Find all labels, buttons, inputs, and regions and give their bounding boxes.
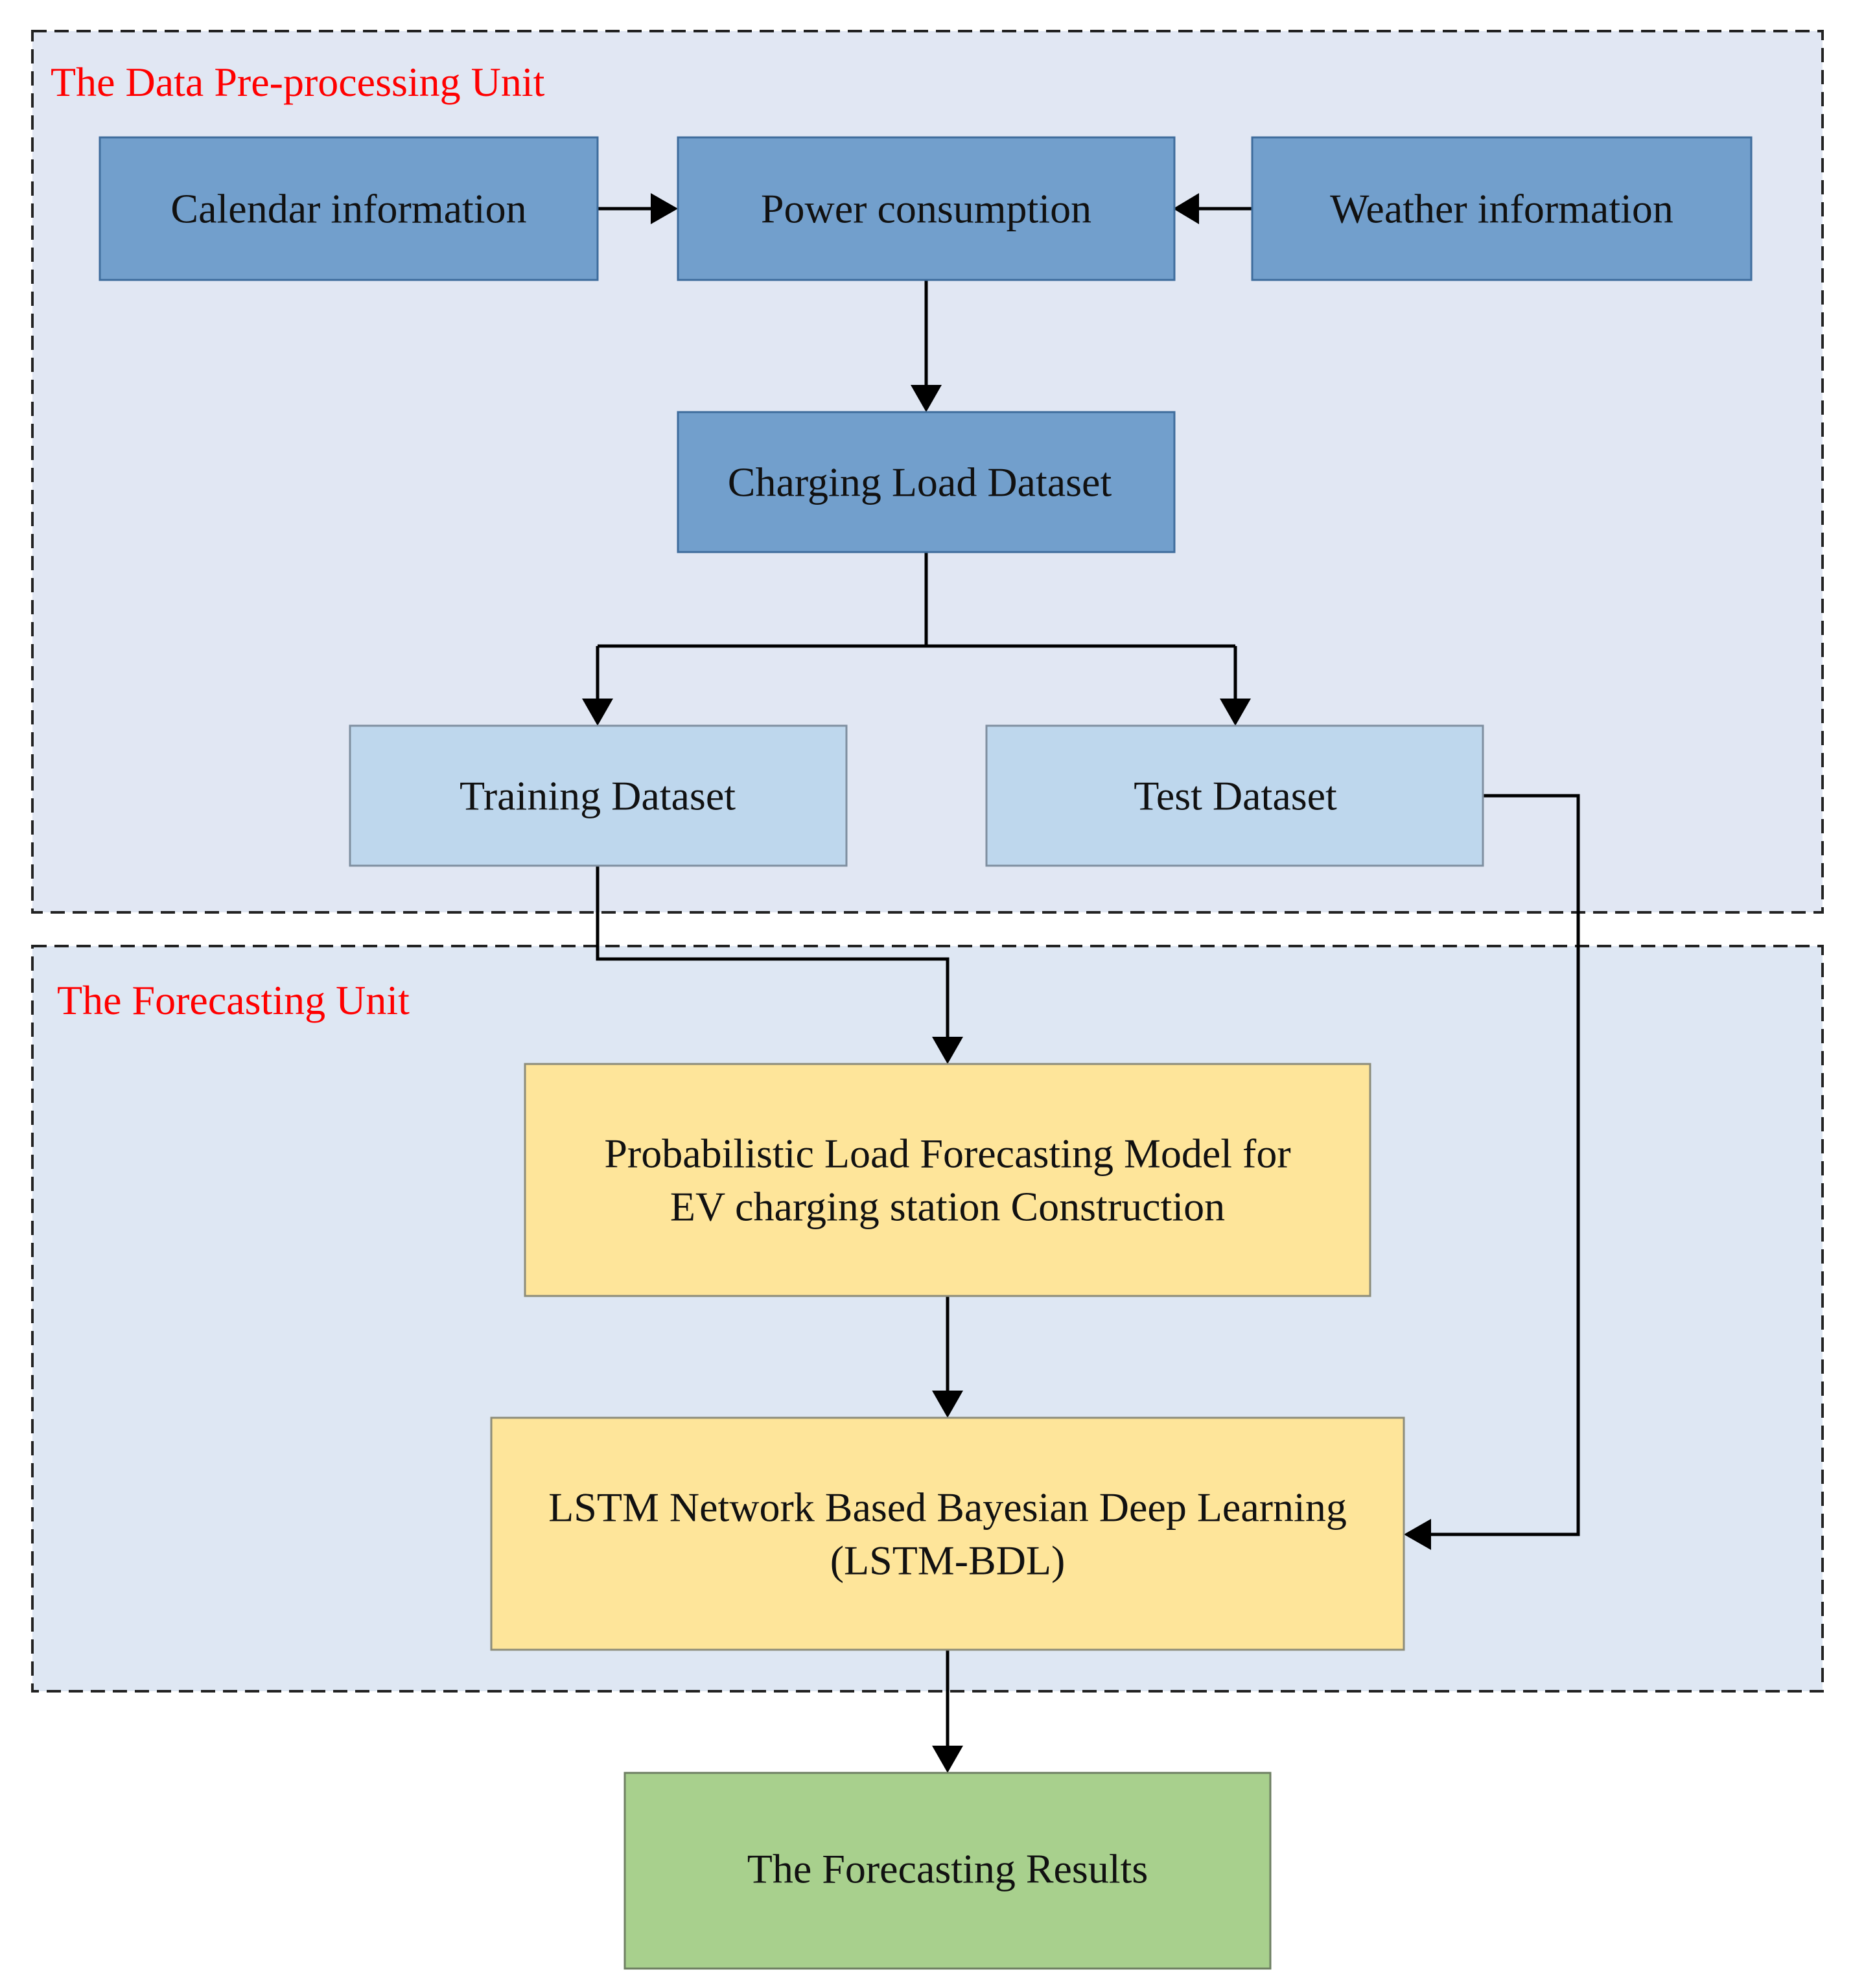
arrowhead-weather-to-power [1173, 193, 1199, 224]
box-power-consumption: Power consumption [677, 136, 1176, 281]
box-model-label-line2: EV charging station Construction [670, 1184, 1225, 1230]
box-training-label: Training Dataset [460, 773, 736, 819]
box-lstm-label-line2: (LSTM-BDL) [830, 1538, 1066, 1584]
box-results-label: The Forecasting Results [747, 1846, 1148, 1892]
box-test-rect [986, 726, 1483, 866]
box-results-rect [625, 1773, 1270, 1969]
box-lstm-rect [491, 1418, 1404, 1650]
box-calendar-border [99, 136, 599, 281]
arrow-test-to-lstm [1427, 794, 1580, 1536]
preprocessing-region-label: The Data Pre-processing Unit [51, 59, 545, 105]
box-calendar-rect [100, 137, 598, 280]
box-weather-rect [1252, 137, 1751, 280]
box-charging-border [677, 411, 1176, 553]
connector-charging-split [598, 552, 1235, 648]
box-weather-label: Weather information [1330, 186, 1673, 232]
box-weather-information: Weather information [1251, 136, 1753, 281]
box-test-dataset: Test Dataset [985, 724, 1484, 867]
box-charging-rect [678, 412, 1174, 552]
arrowhead-model-to-lstm [932, 1391, 963, 1418]
box-forecasting-model: Probabilistic Load Forecasting Model for… [524, 1063, 1371, 1297]
arrowhead-training-to-model [932, 1037, 963, 1064]
box-results-border [623, 1772, 1272, 1970]
box-model-label-line1: Probabilistic Load Forecasting Model for [604, 1131, 1290, 1177]
box-training-dataset: Training Dataset [349, 724, 848, 867]
box-charging-label: Charging Load Dataset [728, 459, 1112, 505]
arrowhead-calendar-to-power [651, 193, 678, 224]
box-power-border [677, 136, 1176, 281]
box-lstm-border [490, 1416, 1405, 1651]
box-power-rect [678, 137, 1174, 280]
box-lstm-bdl: LSTM Network Based Bayesian Deep Learnin… [490, 1416, 1405, 1651]
arrowhead-power-to-charging [911, 385, 942, 412]
box-calendar-label: Calendar information [170, 186, 526, 232]
forecasting-region-label: The Forecasting Unit [57, 977, 410, 1023]
connectors [582, 193, 1580, 1773]
box-power-label: Power consumption [761, 186, 1091, 232]
arrowhead-split-to-training [582, 699, 613, 726]
arrowhead-lstm-to-results [932, 1746, 963, 1773]
box-test-border [985, 724, 1484, 867]
box-model-border [524, 1063, 1371, 1297]
arrowhead-test-to-lstm [1404, 1519, 1431, 1550]
box-calendar-information: Calendar information [99, 136, 599, 281]
box-weather-border [1251, 136, 1753, 281]
box-training-border [349, 724, 848, 867]
box-forecasting-results: The Forecasting Results [623, 1772, 1272, 1970]
box-charging-load-dataset: Charging Load Dataset [677, 411, 1176, 553]
box-model-rect [525, 1064, 1370, 1296]
box-lstm-label-line1: LSTM Network Based Bayesian Deep Learnin… [548, 1485, 1347, 1531]
arrowhead-split-to-test [1220, 699, 1251, 726]
box-training-rect [350, 726, 846, 866]
arrow-training-to-model [596, 866, 950, 1041]
box-test-label: Test Dataset [1134, 773, 1337, 819]
